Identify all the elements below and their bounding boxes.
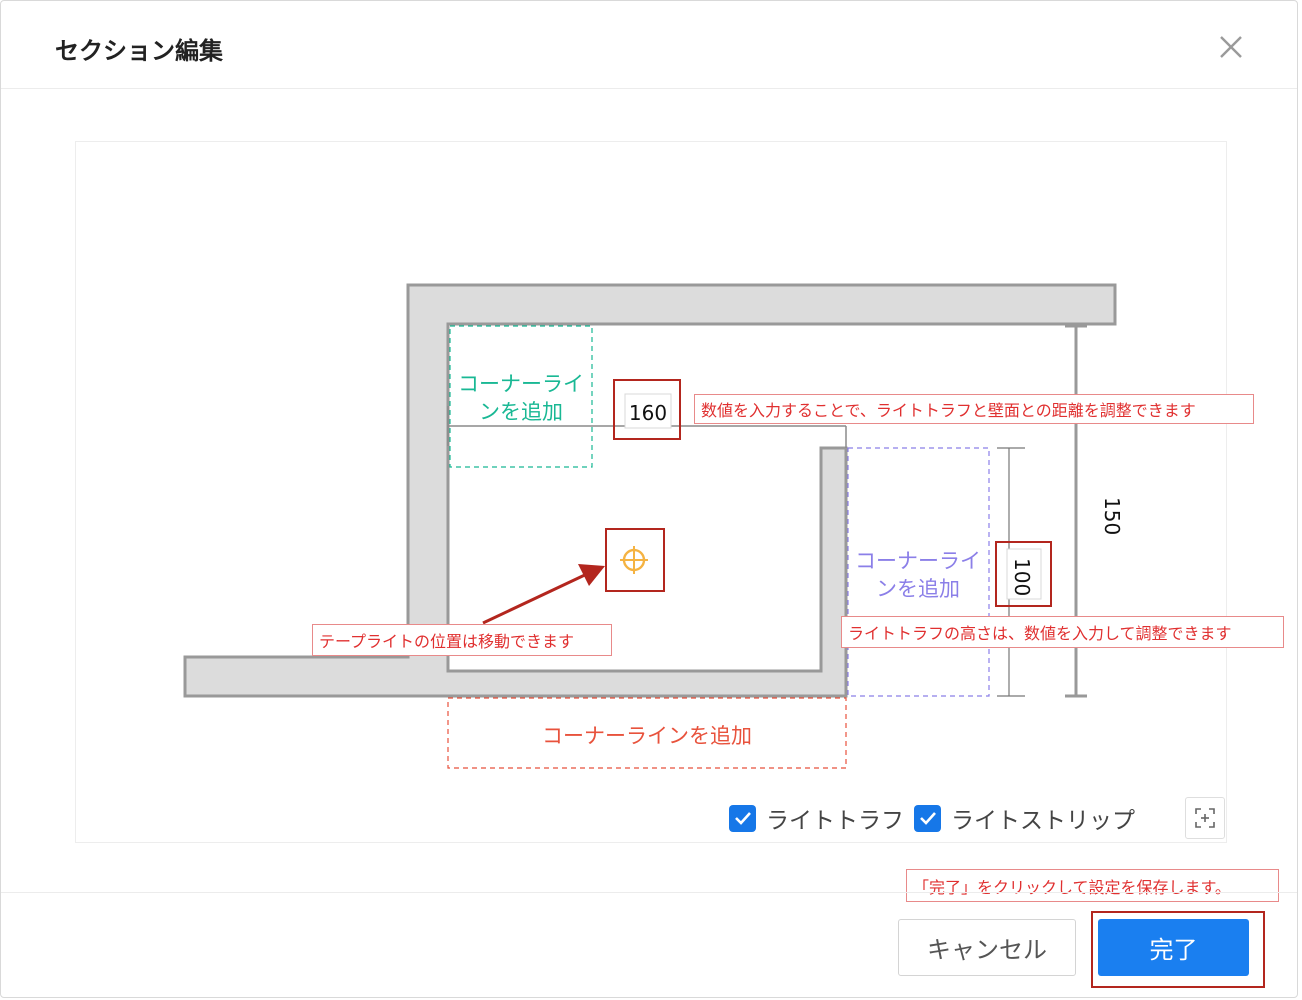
section-diagram: コーナーライ ンを追加 コーナーライ ンを追加 コーナーラインを追加 150 1…	[183, 283, 1124, 769]
light-strip-label: ライトストリップ	[951, 808, 1135, 834]
height-hint: ライトトラフの高さは、数値を入力して調整できます	[841, 616, 1284, 648]
checkbox-checked-icon	[914, 804, 941, 832]
close-icon	[1220, 36, 1242, 58]
crosshair-icon[interactable]	[620, 546, 648, 574]
move-hint: テープライトの位置は移動できます	[312, 624, 612, 656]
wall-section	[183, 283, 1117, 698]
marker-highlight	[605, 528, 665, 592]
footer-divider	[1, 892, 1297, 893]
arrow-icon	[482, 564, 605, 625]
corner-zone-top-left-label-1: コーナーライ	[458, 372, 584, 396]
save-hint: 「完了」をクリックして設定を保存します。	[906, 869, 1279, 902]
dialog-title: セクション編集	[55, 37, 223, 65]
checkbox-checked-icon	[729, 804, 756, 832]
height-input[interactable]	[1006, 548, 1042, 600]
display-options: ライトトラフ ライトストリップ	[729, 801, 1145, 835]
ceiling-dimension-label: 150	[1100, 497, 1124, 535]
height-input-value: 100	[1010, 558, 1034, 596]
corner-zone-bottom-label: コーナーラインを追加	[542, 724, 752, 748]
close-button[interactable]	[1213, 29, 1249, 65]
corner-zone-top-left-label-2: ンを追加	[479, 400, 563, 424]
distance-input[interactable]	[624, 393, 672, 429]
height-highlight	[995, 541, 1052, 607]
fit-view-icon	[1195, 808, 1215, 828]
corner-zone-right-label-2: ンを追加	[876, 577, 960, 601]
dialog-header: セクション編集	[1, 1, 1297, 89]
corner-zone-bottom[interactable]	[447, 697, 847, 769]
distance-input-value: 160	[629, 401, 667, 425]
corner-zone-top-left[interactable]	[449, 325, 593, 468]
light-trough-label: ライトトラフ	[766, 808, 904, 834]
corner-zone-right[interactable]	[847, 447, 990, 697]
distance-highlight	[613, 379, 681, 440]
distance-hint: 数値を入力することで、ライトトラフと壁面との距離を調整できます	[694, 394, 1254, 424]
diagram-canvas	[75, 141, 1227, 843]
light-strip-checkbox[interactable]: ライトストリップ	[914, 801, 1135, 835]
done-button[interactable]: 完了	[1098, 919, 1249, 976]
cancel-button[interactable]: キャンセル	[898, 919, 1076, 976]
fit-view-button[interactable]	[1185, 797, 1225, 839]
corner-zone-right-label-1: コーナーライ	[855, 549, 981, 573]
light-trough-checkbox[interactable]: ライトトラフ	[729, 801, 904, 835]
